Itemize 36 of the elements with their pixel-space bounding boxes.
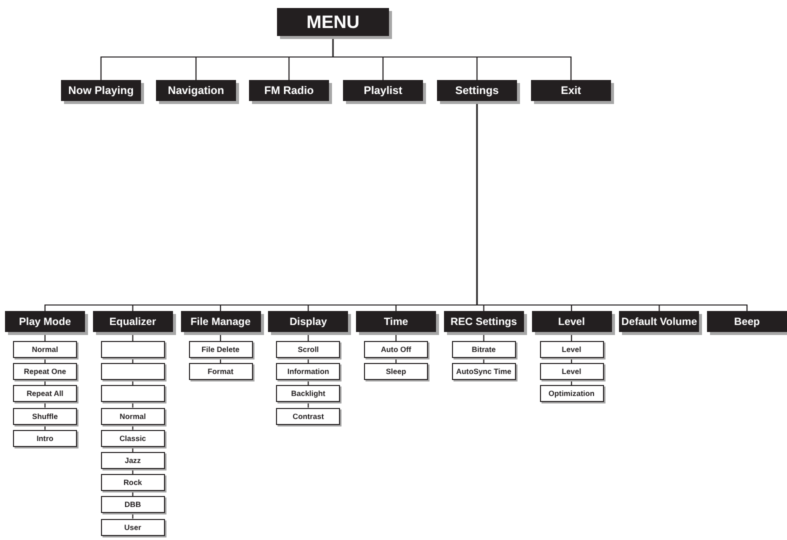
menu-header-box: Navigation [156, 80, 236, 101]
connector-line [332, 36, 572, 80]
menu-header-box: Now Playing [61, 80, 141, 101]
menu-header-box: Equalizer [92, 311, 173, 332]
connector-line [132, 491, 134, 496]
connector-line [132, 446, 134, 452]
connector-line [308, 332, 309, 341]
menu-header-box: Beep [707, 311, 787, 332]
menu-header-box: REC Settings [444, 311, 524, 332]
connector-line [132, 424, 134, 430]
menu-header-box: Time [356, 311, 436, 332]
connector-line [132, 380, 134, 386]
connector-line [132, 402, 134, 408]
connector-line [132, 469, 134, 474]
empty-menu-box [100, 385, 165, 402]
connector-line [476, 101, 748, 311]
connector-line [132, 332, 134, 341]
menu-header-box: MENU [277, 8, 389, 36]
connector-line [483, 332, 484, 341]
menu-header-box: Level [532, 311, 612, 332]
menu-header-box: Settings [437, 80, 517, 101]
menu-header-box: Play Mode [5, 311, 85, 332]
menu-header-box: Playlist [343, 80, 423, 101]
menu-header-box: Default Volume [619, 311, 700, 332]
menu-header-box: FM Radio [249, 80, 329, 101]
connector-line [132, 358, 134, 364]
empty-menu-box [100, 341, 165, 358]
menu-header-box: File Manage [180, 311, 260, 332]
connector-line [308, 380, 309, 386]
menu-header-box: Exit [531, 80, 611, 101]
connector-line [308, 358, 309, 364]
connector-line [308, 402, 309, 408]
menu-header-box: Display [268, 311, 348, 332]
empty-menu-box [100, 363, 165, 380]
connector-line [483, 358, 484, 364]
connector-line [132, 513, 134, 519]
